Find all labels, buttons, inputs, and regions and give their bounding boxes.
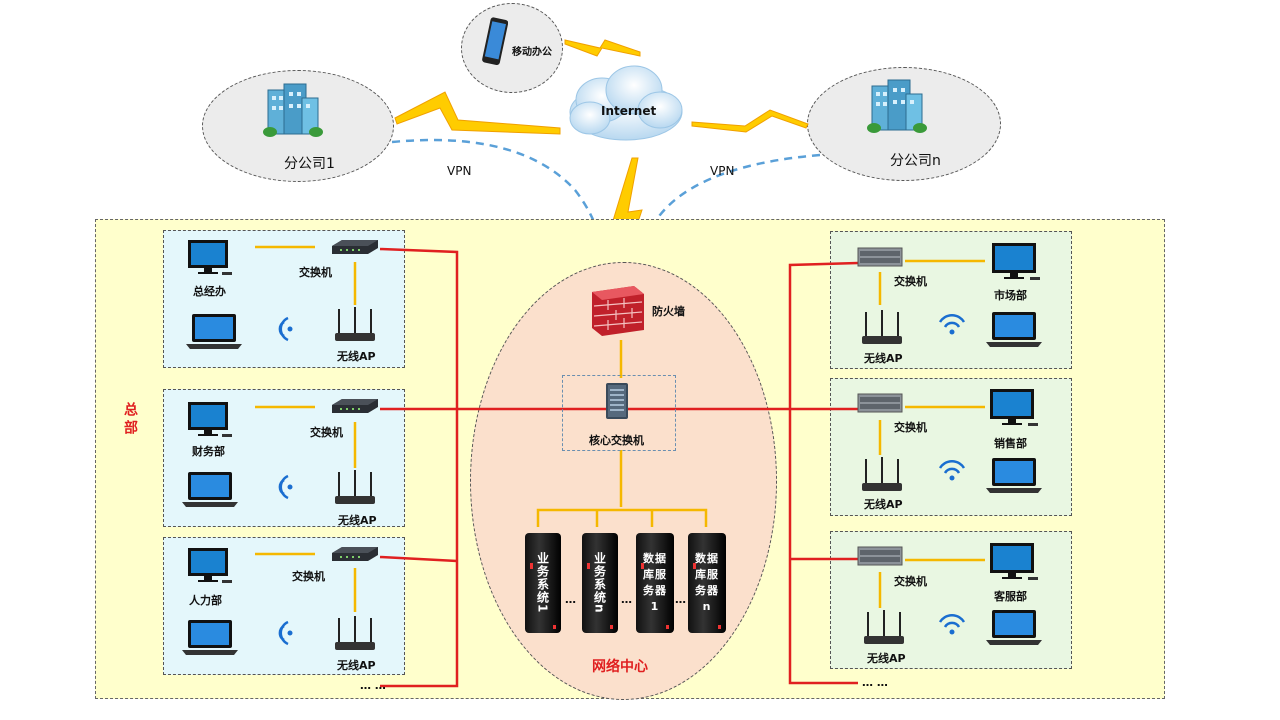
mobile-phone-icon xyxy=(482,17,508,66)
branchn-label: 分公司n xyxy=(890,153,941,169)
lightning-bolt-branch1 xyxy=(394,91,561,135)
dept-label-left-1: 总经办 xyxy=(193,285,226,298)
wireless-ap-icon xyxy=(862,310,902,344)
dept-label-right-3: 客服部 xyxy=(994,590,1027,603)
desktop-monitor-icon xyxy=(188,402,232,437)
server-business-1: 业务系统1 xyxy=(525,533,561,633)
mobile-office-label: 移动办公 xyxy=(512,47,552,58)
network-switch-icon xyxy=(857,247,903,267)
wireless-ap-icon xyxy=(335,307,375,341)
vpn-path-right xyxy=(640,153,821,263)
dept-label-left-3: 人力部 xyxy=(189,594,222,607)
switch-label-right-2: 交换机 xyxy=(894,421,927,434)
network-switch-icon xyxy=(332,547,378,561)
switch-label-left-2: 交换机 xyxy=(310,426,343,439)
switch-label-right-1: 交换机 xyxy=(894,275,927,288)
server-label: 业务系统1 xyxy=(535,552,550,614)
switch-label-left-3: 交换机 xyxy=(292,570,325,583)
wireless-ap-icon xyxy=(335,616,375,650)
wireless-ap-icon xyxy=(335,470,375,504)
core-switch-label: 核心交换机 xyxy=(589,434,644,447)
left-more-ellipsis: … … xyxy=(360,679,386,692)
lightning-bolt-mobile xyxy=(564,39,641,57)
wireless-ap-icon xyxy=(862,457,902,491)
core-switch-icon xyxy=(606,383,628,419)
network-switch-icon xyxy=(857,546,903,566)
laptop-icon xyxy=(186,314,242,349)
dept-label-right-2: 销售部 xyxy=(994,437,1027,450)
switch-label-right-3: 交换机 xyxy=(894,575,927,588)
server-ellipsis: … xyxy=(565,593,576,606)
server-label: 数据库服务器1 xyxy=(643,552,667,613)
wifi-signal-icon xyxy=(938,613,966,635)
network-switch-icon xyxy=(332,240,378,254)
desktop-monitor-icon xyxy=(188,240,232,275)
right-more-ellipsis: … … xyxy=(862,676,888,689)
network-center-label: 网络中心 xyxy=(592,659,648,675)
laptop-icon xyxy=(986,458,1042,493)
laptop-icon xyxy=(182,620,238,655)
laptop-icon xyxy=(986,312,1042,347)
server-label: 数据库服务器n xyxy=(695,552,719,613)
network-switch-icon xyxy=(332,399,378,413)
ap-label-left-3: 无线AP xyxy=(337,659,376,672)
desktop-monitor-icon xyxy=(188,548,232,583)
firewall-label: 防火墙 xyxy=(652,305,685,318)
core-switch-box xyxy=(562,375,676,451)
network-switch-icon xyxy=(857,393,903,413)
desktop-monitor-icon xyxy=(990,389,1038,426)
server-ellipsis: … xyxy=(621,593,632,606)
desktop-monitor-icon xyxy=(992,243,1040,280)
server-database-1: 数据库服务器1 xyxy=(636,533,674,633)
laptop-icon xyxy=(986,610,1042,645)
wifi-signal-icon xyxy=(938,313,966,335)
switch-label-left-1: 交换机 xyxy=(299,266,332,279)
red-link-left-3 xyxy=(379,555,458,563)
wifi-signal-icon xyxy=(278,316,293,342)
server-database-n: 数据库服务器n xyxy=(688,533,726,633)
headquarters-label: 总部 xyxy=(122,402,138,438)
ap-label-right-2: 无线AP xyxy=(864,498,903,511)
branch1-label: 分公司1 xyxy=(284,156,335,172)
wifi-signal-icon xyxy=(278,620,293,646)
desktop-monitor-icon xyxy=(990,543,1038,580)
vpn-label-left: VPN xyxy=(447,164,472,178)
server-label: 业务系统n xyxy=(592,552,607,614)
building-icon xyxy=(263,83,323,137)
firewall-icon xyxy=(592,286,644,336)
lightning-bolt-branchn xyxy=(691,109,809,133)
red-link-left-trunk xyxy=(379,247,459,688)
red-link-right-trunk xyxy=(788,261,859,685)
vpn-label-right: VPN xyxy=(710,164,735,178)
ap-label-left-2: 无线AP xyxy=(338,514,377,527)
dept-label-left-2: 财务部 xyxy=(192,445,225,458)
mobile-ellipse xyxy=(461,3,563,93)
internet-label: Internet xyxy=(601,104,657,118)
ap-label-right-3: 无线AP xyxy=(867,652,906,665)
server-business-n: 业务系统n xyxy=(582,533,618,633)
laptop-icon xyxy=(182,472,238,507)
internet-cloud-icon xyxy=(569,65,683,141)
ap-label-left-1: 无线AP xyxy=(337,350,376,363)
wireless-ap-icon xyxy=(864,610,904,644)
ap-label-right-1: 无线AP xyxy=(864,352,903,365)
wifi-signal-icon xyxy=(278,474,293,500)
dept-label-right-1: 市场部 xyxy=(994,289,1027,302)
wifi-signal-icon xyxy=(938,459,966,481)
building-icon xyxy=(867,79,927,133)
server-ellipsis: … xyxy=(675,593,686,606)
